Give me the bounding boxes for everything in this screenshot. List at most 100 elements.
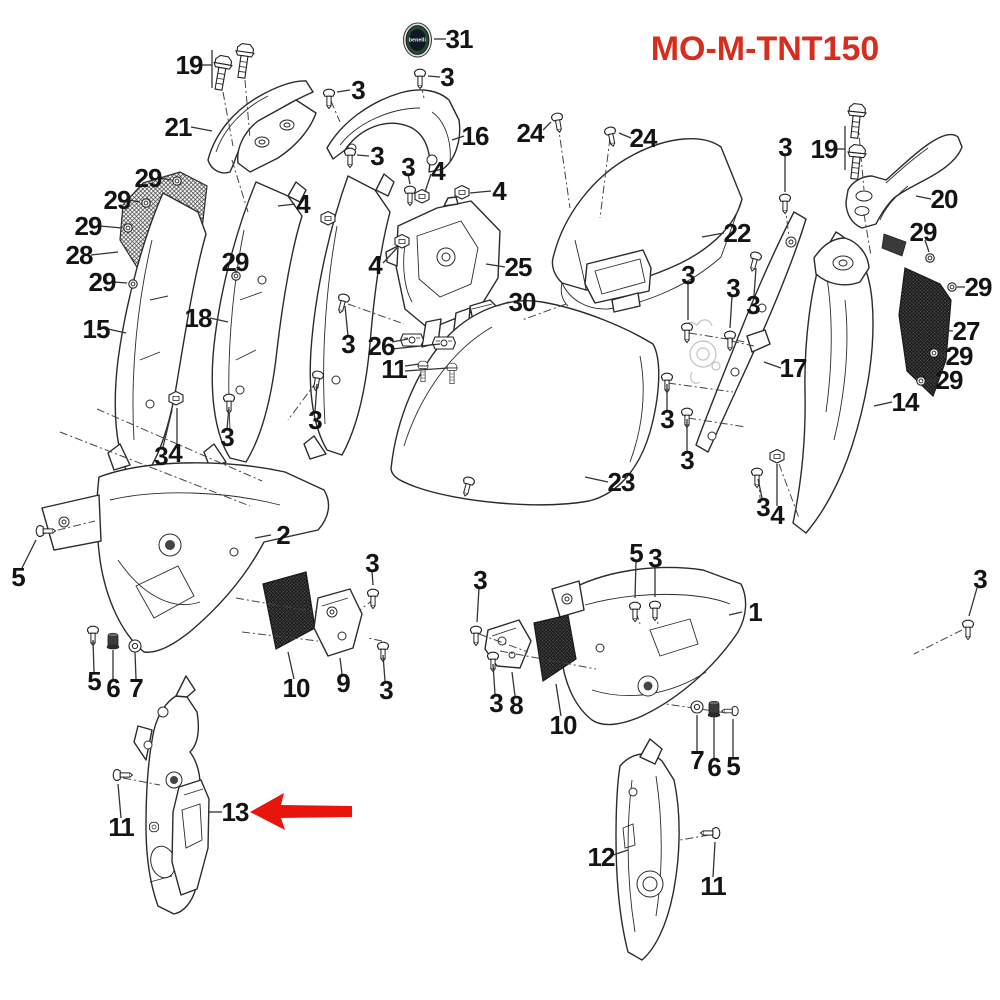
construction-line bbox=[222, 91, 234, 147]
part-callout: 29 bbox=[89, 267, 116, 297]
leader-line bbox=[339, 657, 343, 675]
part-callout: 17 bbox=[780, 353, 807, 383]
part-14-side-cover-drawing bbox=[792, 231, 907, 534]
leader-line bbox=[407, 173, 411, 185]
part-1-lower-panel-right-drawing bbox=[551, 566, 747, 726]
part-20-grab-handle-right-drawing bbox=[845, 133, 963, 229]
part-callout: 23 bbox=[608, 467, 635, 497]
part-callout: 5 bbox=[11, 562, 25, 592]
fastener-clip-icon bbox=[454, 184, 470, 200]
leader-line bbox=[391, 338, 409, 343]
leader-line bbox=[356, 154, 370, 157]
part-13-bracket-drawing bbox=[133, 675, 210, 915]
leader-line bbox=[159, 177, 172, 181]
inner-side-panel-drawing bbox=[303, 173, 395, 460]
part-callout: 3 bbox=[473, 565, 487, 595]
part-callout: 4 bbox=[770, 500, 785, 530]
leader-line bbox=[117, 783, 122, 819]
leader-line bbox=[924, 239, 930, 253]
part-callout: 29 bbox=[936, 365, 963, 395]
construction-line bbox=[41, 520, 96, 535]
leader-line bbox=[496, 301, 510, 307]
leader-line bbox=[99, 225, 123, 229]
construction-line bbox=[244, 79, 251, 139]
part-callout: 4 bbox=[168, 438, 183, 468]
part-2-lower-panel-left-drawing bbox=[41, 462, 330, 653]
fastener-washer-icon bbox=[128, 639, 142, 653]
part-callout: 29 bbox=[104, 185, 131, 215]
part-callout: 29 bbox=[135, 163, 162, 193]
part-27-mesh-grille-drawing bbox=[898, 267, 952, 398]
part-9-bracket-drawing bbox=[313, 588, 363, 657]
leader-line bbox=[128, 199, 141, 203]
leader-line bbox=[336, 89, 351, 93]
part-callout: 3 bbox=[680, 445, 694, 475]
fastener-clip-icon bbox=[414, 188, 430, 204]
part-callout: 9 bbox=[336, 668, 350, 698]
construction-line bbox=[687, 417, 747, 428]
fastener-bush-icon bbox=[106, 632, 120, 650]
part-17-bracket-strip-drawing bbox=[695, 211, 807, 453]
leader-line bbox=[404, 367, 449, 372]
part-12-bracket-drawing bbox=[615, 738, 680, 961]
part-callout: 3 bbox=[440, 62, 454, 92]
part-21-grab-rail-left-drawing bbox=[207, 80, 317, 174]
part-callout: 12 bbox=[588, 842, 615, 872]
leader-line bbox=[925, 379, 938, 382]
fastener-clamp-icon bbox=[431, 336, 457, 350]
part-callout: 3 bbox=[726, 273, 740, 303]
fastener-screw-icon bbox=[343, 147, 357, 169]
fastener-screw-icon bbox=[721, 705, 739, 717]
leader-line bbox=[634, 560, 637, 599]
leader-line bbox=[234, 267, 237, 274]
leader-line bbox=[424, 173, 432, 193]
part-callout: 2 bbox=[276, 520, 290, 550]
part-23-under-cowl-drawing bbox=[390, 300, 660, 506]
part-callout: 5 bbox=[629, 538, 643, 568]
leader-line bbox=[162, 409, 173, 448]
construction-line bbox=[778, 463, 800, 519]
construction-line bbox=[863, 213, 872, 257]
fastener-ring-icon bbox=[947, 282, 957, 292]
fastener-ring-icon bbox=[123, 223, 133, 233]
part-10-mesh-left-drawing bbox=[262, 571, 316, 650]
fastener-screw-icon bbox=[413, 68, 427, 90]
leader-line bbox=[511, 671, 516, 697]
part-callout: 19 bbox=[811, 134, 838, 164]
part-callout: 7 bbox=[129, 673, 143, 703]
leader-line bbox=[555, 683, 562, 717]
part-callout: 3 bbox=[154, 441, 168, 471]
part-callout: 25 bbox=[505, 252, 532, 282]
part-callout: 26 bbox=[368, 331, 395, 361]
part-callout: 3 bbox=[681, 260, 695, 290]
leader-line bbox=[382, 247, 398, 264]
leader-line bbox=[382, 654, 386, 682]
construction-line bbox=[347, 303, 405, 325]
part-callout: 3 bbox=[973, 564, 987, 594]
construction-line bbox=[688, 332, 747, 343]
construction-line bbox=[913, 629, 963, 655]
part-22-seat-drawing bbox=[551, 138, 743, 313]
fastener-screw-icon bbox=[961, 619, 975, 641]
part-callout: 16 bbox=[462, 121, 489, 151]
part-15-side-panel-drawing bbox=[107, 192, 207, 480]
construction-line bbox=[367, 637, 383, 642]
leader-line bbox=[542, 121, 552, 131]
part-callout: 24 bbox=[517, 118, 545, 148]
fastener-bolt-icon bbox=[209, 54, 234, 92]
part-callout: 28 bbox=[66, 240, 93, 270]
fastener-bolt-icon bbox=[231, 42, 256, 80]
part-callout: 24 bbox=[630, 123, 658, 153]
part-18-side-panel-drawing bbox=[203, 181, 307, 469]
leader-line bbox=[113, 281, 128, 284]
part-callout: 29 bbox=[910, 217, 937, 247]
construction-line bbox=[122, 777, 161, 786]
highlight-arrow bbox=[250, 793, 352, 830]
part-callout: 5 bbox=[87, 666, 101, 696]
leader-line bbox=[492, 663, 496, 695]
fastener-screw-icon bbox=[403, 185, 417, 207]
leader-line bbox=[757, 478, 763, 499]
leader-line bbox=[90, 251, 119, 256]
